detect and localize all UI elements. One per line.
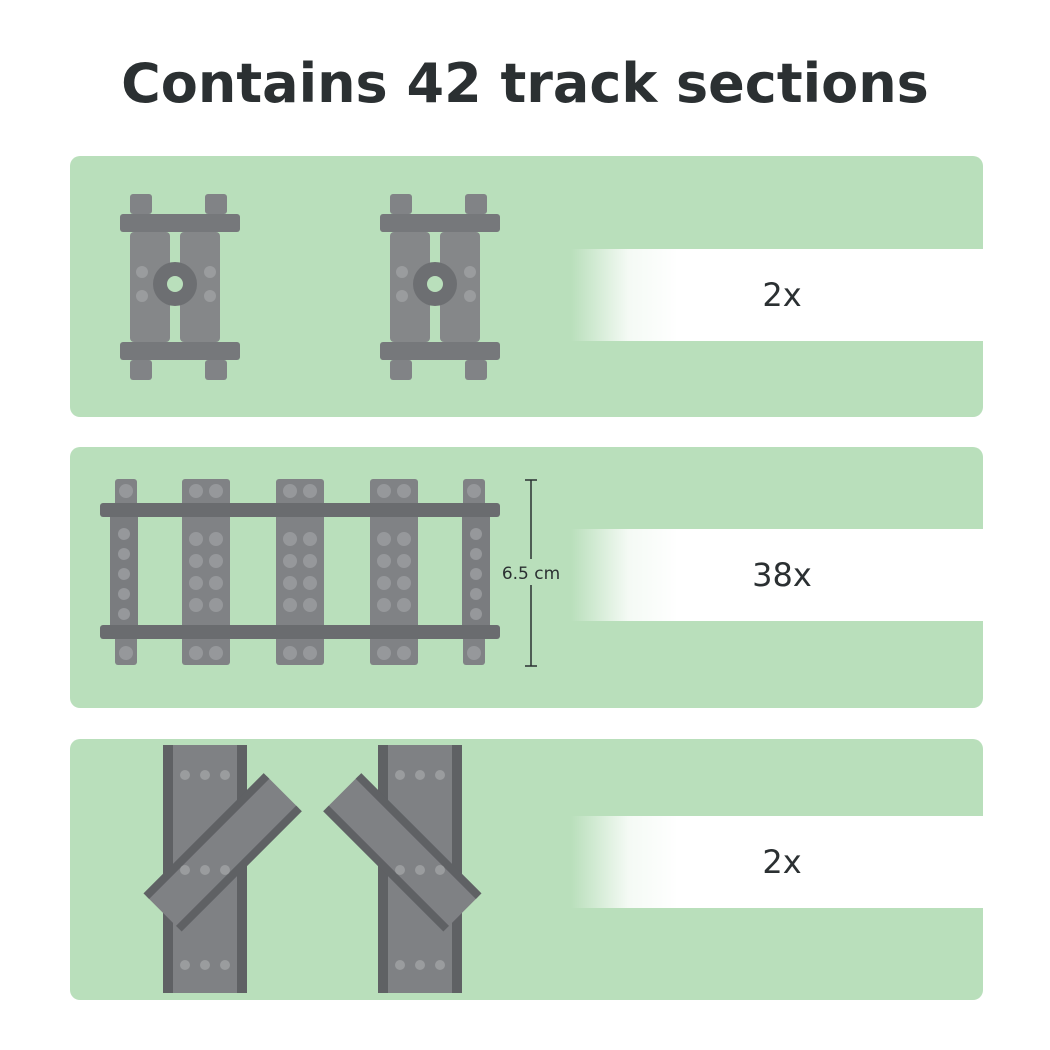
switch-track-piece-right xyxy=(323,745,482,993)
flexible-track-illustration xyxy=(120,194,500,380)
flexible-track-piece-right xyxy=(380,194,500,380)
straight-track-illustration: 6.5 cm xyxy=(100,479,567,667)
count-band: 38x xyxy=(571,529,983,621)
count-band: 2x xyxy=(571,249,983,341)
switch-track-count: 2x xyxy=(762,843,802,881)
page-title: Contains 42 track sections xyxy=(121,52,929,115)
dimension-label: 6.5 cm xyxy=(502,564,560,584)
count-band: 2x xyxy=(571,816,983,908)
straight-track-piece xyxy=(100,479,500,665)
flexible-track-count: 2x xyxy=(762,276,802,314)
switch-track-panel: 2x xyxy=(70,739,983,1000)
straight-track-panel: 6.5 cm 38x xyxy=(70,447,983,708)
flexible-track-panel: 2x xyxy=(70,156,983,417)
straight-track-count: 38x xyxy=(752,556,812,594)
switch-track-piece-left xyxy=(143,745,302,993)
flexible-track-piece-left xyxy=(120,194,240,380)
switch-track-illustration xyxy=(143,745,482,993)
